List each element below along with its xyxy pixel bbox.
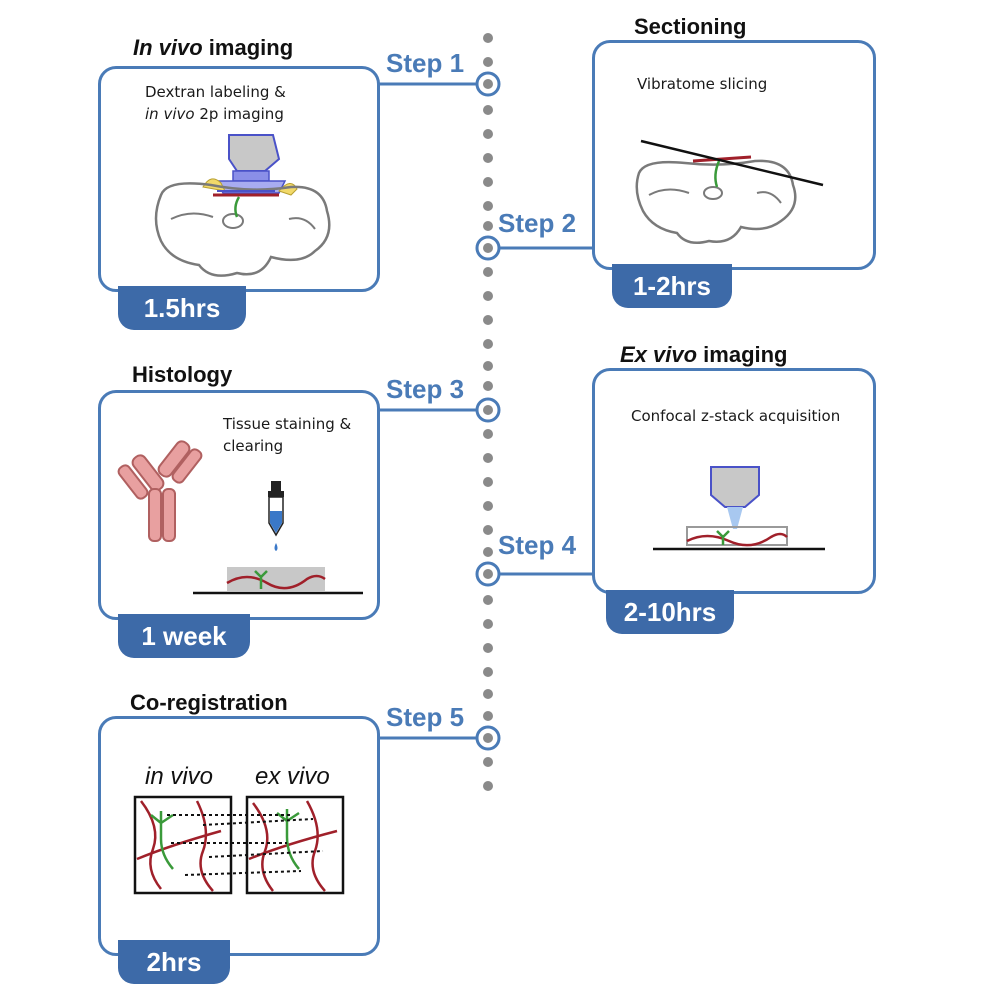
- correspondence-lines: [167, 814, 324, 876]
- step-4-label: Step 4: [498, 530, 577, 560]
- timeline-dots: [483, 33, 493, 791]
- step-3-title: Histology: [132, 362, 233, 387]
- step-4-duration: 2-10hrs: [606, 590, 734, 634]
- antibody-icon: [117, 440, 203, 542]
- sectioning-illustration: [635, 139, 824, 244]
- step-1-label: Step 1: [386, 48, 465, 78]
- ex-vivo-panel: [245, 795, 345, 895]
- step-2-title: Sectioning: [634, 14, 747, 39]
- in-vivo-imaging-illustration: [154, 134, 331, 277]
- objective-lens-icon: [215, 134, 287, 194]
- step-node-2: [475, 235, 501, 261]
- step-3-duration: 1 week: [118, 614, 250, 658]
- confocal-imaging-illustration: [653, 466, 825, 551]
- step-1-duration: 1.5hrs: [118, 286, 246, 330]
- step-4-title: Ex vivo imaging: [620, 342, 788, 367]
- blade-cut-line: [640, 139, 824, 187]
- in-vivo-panel-label: in vivo: [145, 763, 214, 790]
- co-registration-illustration: [133, 795, 345, 895]
- step-4-card: Confocal z-stack acquisition: [592, 368, 876, 594]
- step-2-duration: 1-2hrs: [612, 264, 732, 308]
- dropper-icon: [268, 481, 284, 551]
- step-node-5: [475, 725, 501, 751]
- step-node-3: [475, 397, 501, 423]
- in-vivo-panel: [133, 795, 233, 895]
- step-1-title: In vivo imaging: [133, 35, 294, 60]
- step-5-card: in vivo ex vivo: [98, 716, 380, 956]
- step-2-label: Step 2: [498, 208, 577, 238]
- step-5-label: Step 5: [386, 702, 465, 732]
- step-node-1: [475, 71, 501, 97]
- step-3-label: Step 3: [386, 374, 465, 404]
- step-2-description: Vibratome slicing: [637, 75, 768, 93]
- step-4-description: Confocal z-stack acquisition: [631, 407, 841, 425]
- step-5-title: Co-registration: [130, 690, 288, 715]
- step-3-description: Tissue staining & clearing: [223, 415, 352, 455]
- step-1-description: Dextran labeling & in vivo 2p imaging: [145, 83, 286, 123]
- step-node-4: [475, 561, 501, 587]
- ex-vivo-panel-label: ex vivo: [255, 763, 330, 790]
- step-1-card: Dextran labeling & in vivo 2p imaging: [98, 66, 380, 292]
- histology-illustration: [117, 440, 363, 595]
- step-5-duration: 2hrs: [118, 940, 230, 984]
- step-2-card: Vibratome slicing: [592, 40, 876, 270]
- confocal-objective-icon: [710, 466, 760, 529]
- step-3-card: Tissue staining & clearing: [98, 390, 380, 620]
